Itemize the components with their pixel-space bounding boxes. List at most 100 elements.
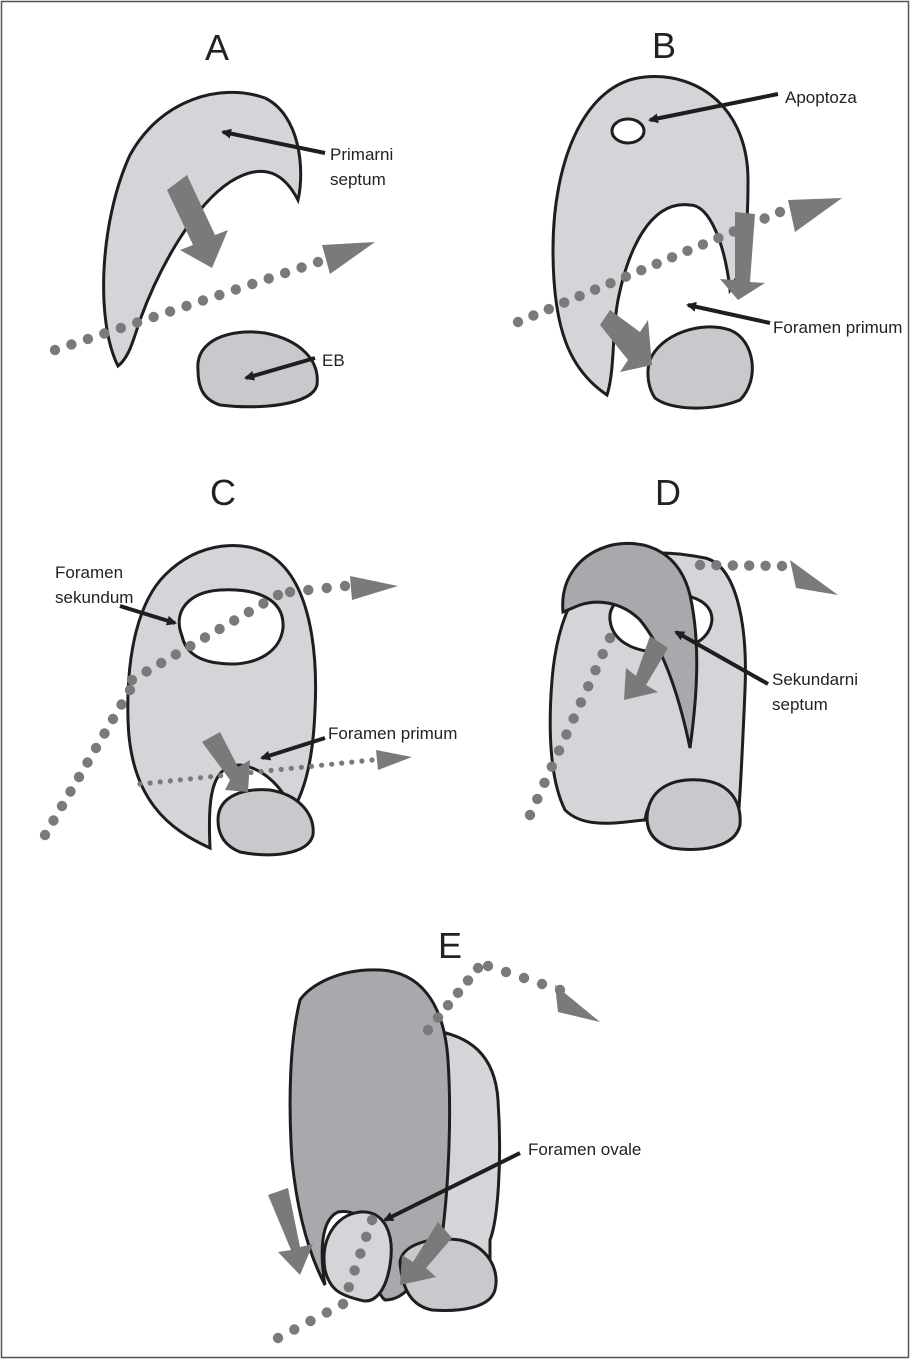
panel-letter-b: B [652,25,676,66]
flow-dot [319,763,324,768]
flow-dot [258,769,263,774]
flow-dot [82,757,92,767]
flow-dot [99,328,109,338]
flow-dot [636,265,646,275]
flow-dot [621,272,631,282]
label-septum: septum [330,170,386,189]
flow-dot [299,765,304,770]
blood-flow-dots [483,961,565,995]
flow-dot [156,658,166,668]
flow-dot [711,560,721,570]
flow-dot [40,830,50,840]
flow-dot [483,961,493,971]
flow-arrowhead [322,242,375,274]
flow-dot [116,699,126,709]
flow-dot [547,762,557,772]
flow-dot [181,301,191,311]
flow-dot [539,778,549,788]
flow-dot [349,760,354,765]
flow-dot [200,632,210,642]
flow-dot [759,213,769,223]
flow-dot [728,560,738,570]
flow-dot [561,729,571,739]
flow-dot [57,801,67,811]
flow-dot [667,252,677,262]
blood-flow-dots [273,1299,348,1343]
flow-dot [258,598,268,608]
flow-dot [289,766,294,771]
flow-dot [214,624,224,634]
flow-dot [228,772,233,777]
flow-dot [273,590,283,600]
flow-dot [185,641,195,651]
label-foramen-primum: Foramen primum [328,724,457,743]
flow-dot [65,786,75,796]
flow-dot [137,781,142,786]
flow-dot [525,810,535,820]
flow-dot [605,633,615,643]
flow-dot [682,246,692,256]
label-eb: EB [322,351,345,370]
panel-a: A Primarni septum EB [50,27,393,407]
flow-dot [423,1025,433,1035]
flow-dot [229,615,239,625]
flow-dot [280,268,290,278]
flow-dot [218,773,223,778]
flow-dot [695,560,705,570]
flow-dot [165,306,175,316]
panel-e: E Foramen ovale [268,925,641,1343]
flow-dot [279,767,284,772]
flow-dot [158,779,163,784]
flow-dot [108,714,118,724]
flow-dot [528,310,538,320]
flow-arrowhead [350,576,398,600]
flow-dot [554,745,564,755]
endocardial-cushion [648,327,752,408]
flow-arrowhead [376,750,412,770]
flow-dot [338,1299,348,1309]
flow-dot [513,317,523,327]
flow-dot [214,290,224,300]
flow-dot [532,794,542,804]
label-apoptoza: Apoptoza [785,88,857,107]
flow-dot [168,778,173,783]
endocardial-cushion [647,780,740,850]
flow-dot [305,1316,315,1326]
flow-dot [188,776,193,781]
panel-letter-d: D [655,472,681,513]
flow-dot [248,770,253,775]
flow-dot [369,757,374,762]
flow-dot [198,295,208,305]
flow-dot [340,581,350,591]
endocardial-cushion [198,332,317,407]
flow-dot [285,587,295,597]
flow-dot [132,317,142,327]
flow-dot [127,675,137,685]
panel-letter-e: E [438,925,462,966]
flow-dot [698,239,708,249]
flow-dot [574,291,584,301]
flow-dot [231,284,241,294]
flow-dot [590,284,600,294]
label-foramen-ovale: Foramen ovale [528,1140,641,1159]
flow-dot [178,777,183,782]
flow-dot [74,772,84,782]
flow-dot [309,764,314,769]
flow-dot [443,1000,453,1010]
flow-dot [355,1248,365,1258]
flow-dot [273,1333,283,1343]
panel-letter-c: C [210,472,236,513]
flow-dot [744,560,754,570]
flow-dot [48,815,58,825]
flow-dot [264,273,274,283]
flow-dot [583,681,593,691]
flow-dot [652,259,662,269]
flow-dot [729,226,739,236]
flow-dot [66,339,76,349]
flow-dot [473,963,483,973]
flow-dot [519,973,529,983]
flow-dot [367,1215,377,1225]
flow-dot [244,607,254,617]
panel-b: B Apoptoza Foramen primum [513,25,903,408]
